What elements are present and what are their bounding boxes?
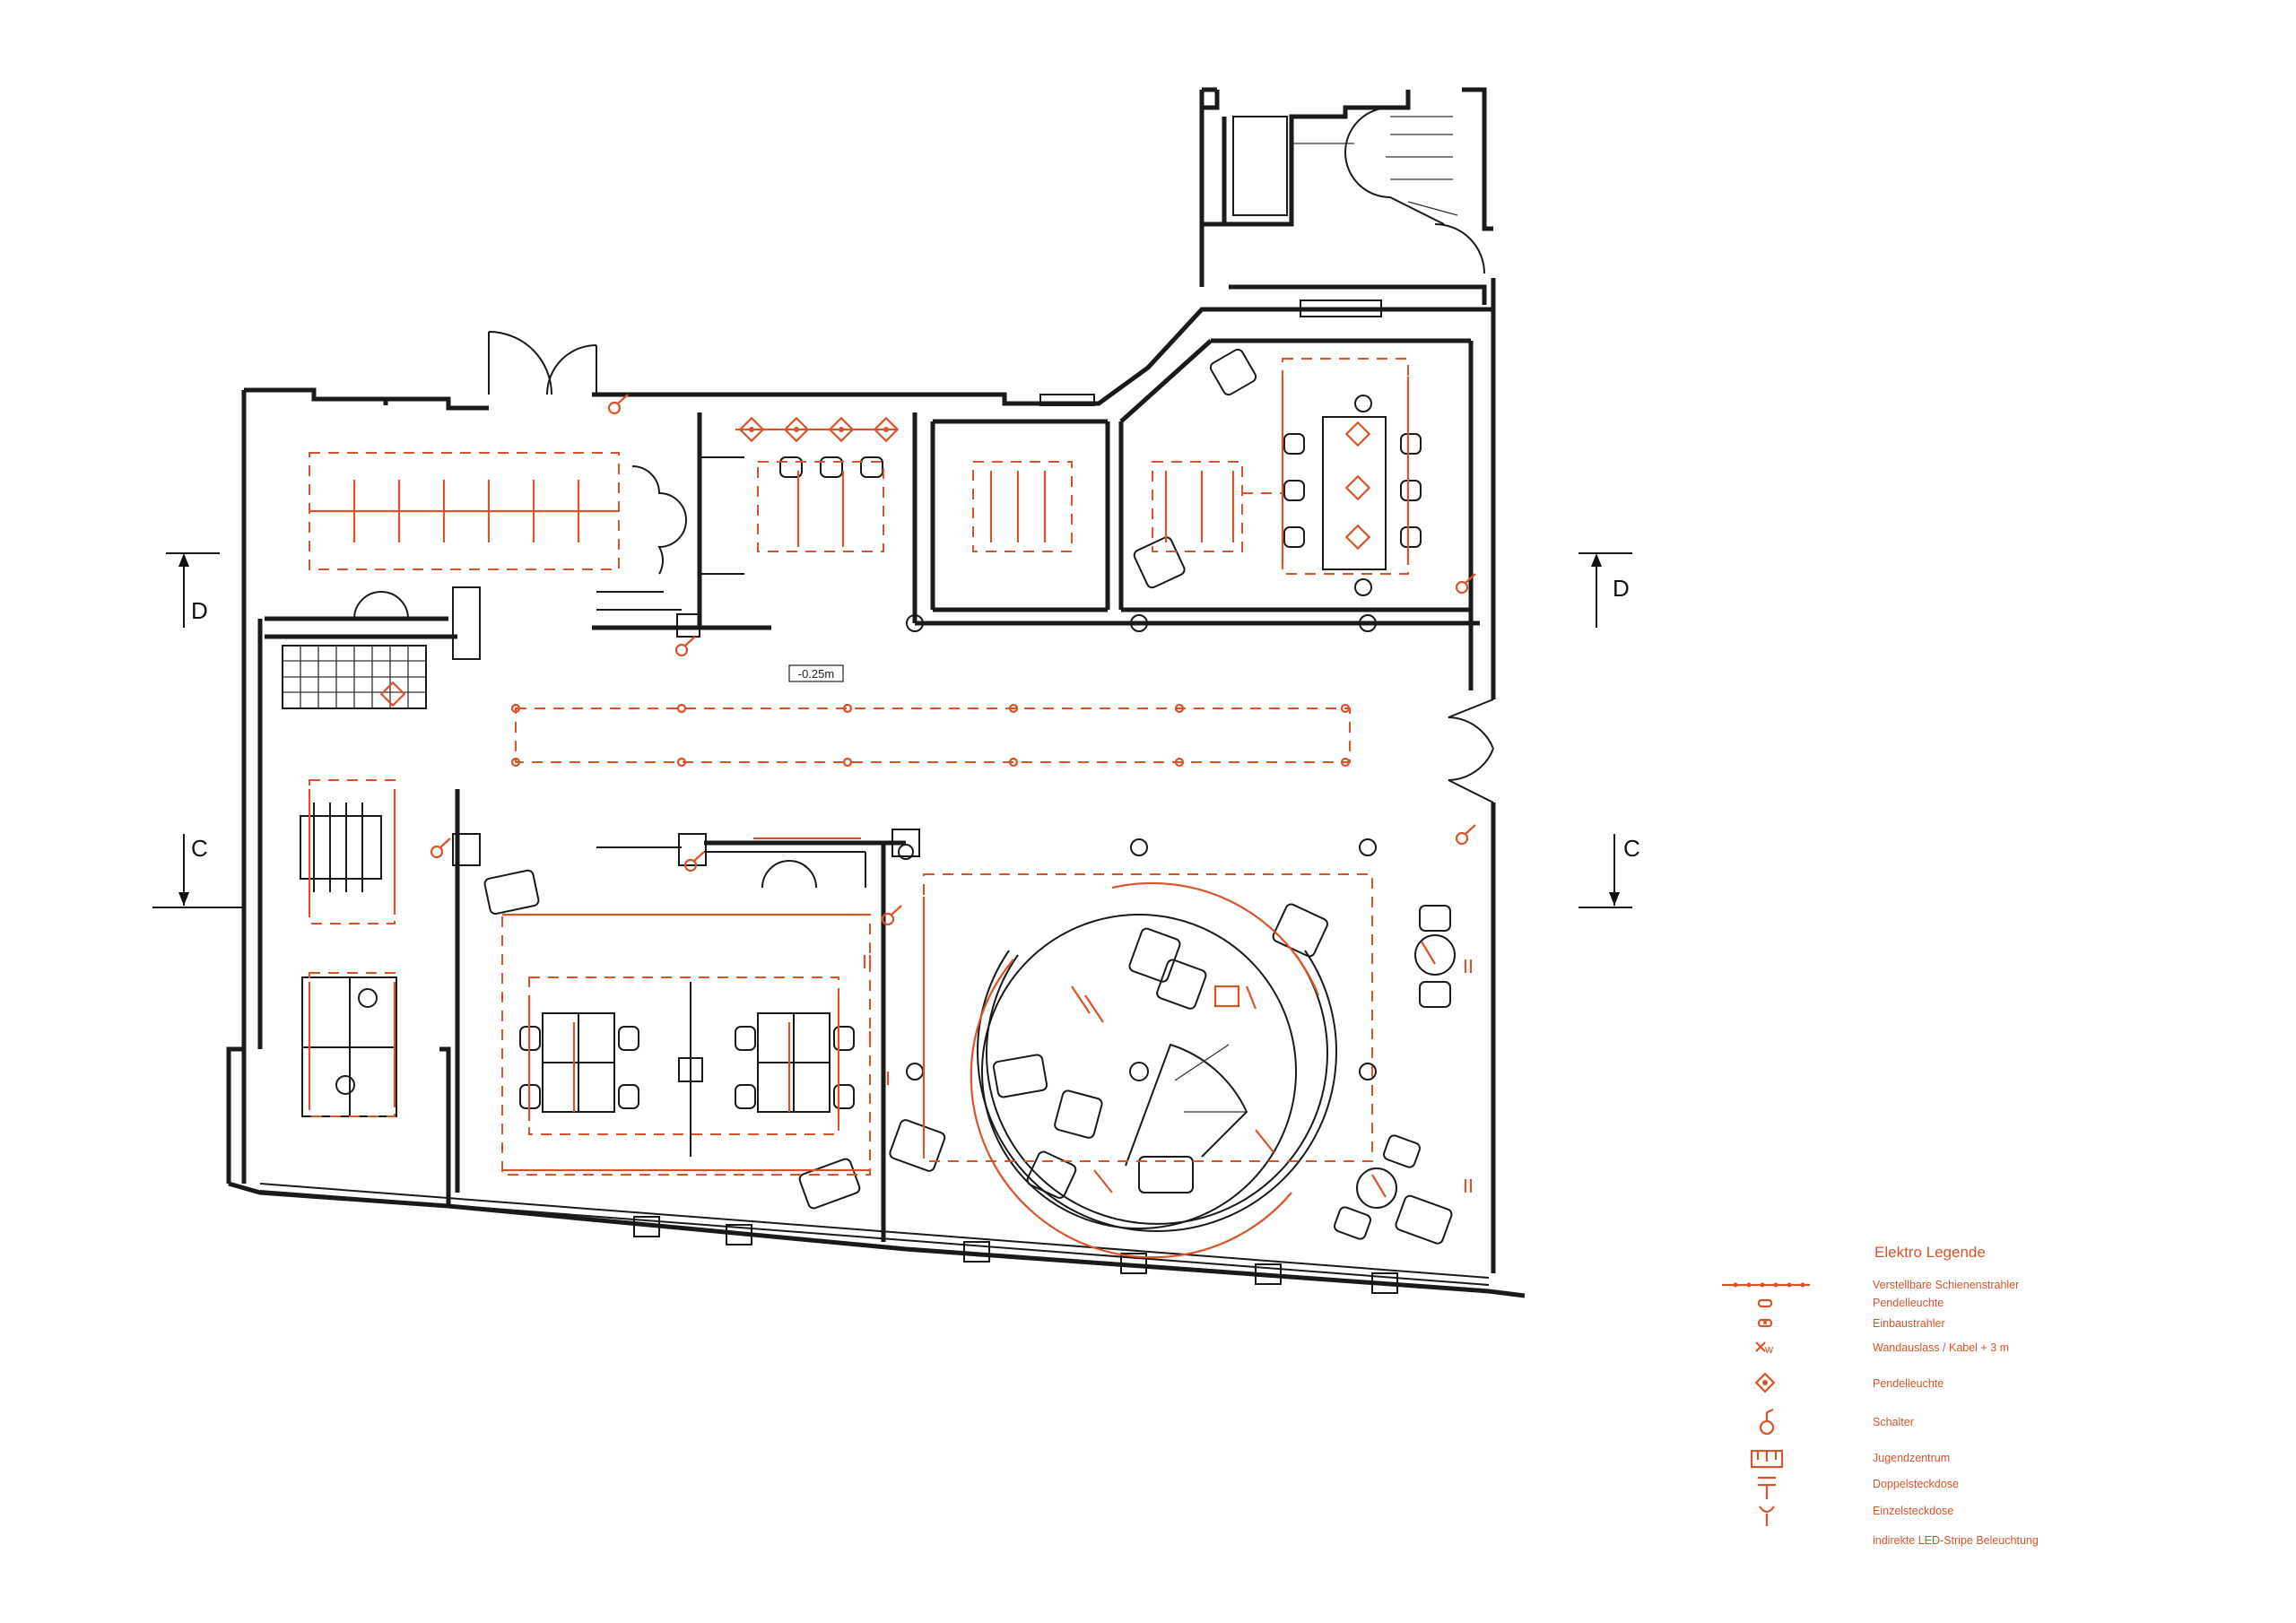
section-marker-c-left: C (152, 834, 242, 908)
recessed-spot-symbol (1757, 1318, 1773, 1328)
exterior-walls (226, 87, 1526, 1298)
legend-title: Elektro Legende (1874, 1244, 1986, 1261)
columns (898, 614, 1377, 1081)
legend-item: Pendelleuchte (1873, 1297, 1944, 1309)
desk-cluster-left (519, 1012, 639, 1113)
legend-item: indirekte LED-Stripe Beleuchtung (1873, 1534, 2039, 1547)
pendant-diamond-symbol (1754, 1372, 1776, 1393)
interior-walls (257, 338, 1480, 1242)
desk-cluster-right (735, 1012, 855, 1113)
staircase (1232, 107, 1458, 225)
legend-item: Schalter (1873, 1416, 1914, 1428)
pendant-diamond-lights (379, 416, 1371, 707)
section-label: C (1623, 835, 1640, 862)
single-socket-symbol (1759, 1506, 1775, 1526)
room-divider (678, 982, 703, 1157)
section-marker-c-right: C (1578, 834, 1640, 908)
section-label: D (191, 597, 208, 624)
recessed-spots-corridor (510, 703, 1351, 768)
switch-symbol (1759, 1408, 1775, 1436)
legend-item: Doppelsteckdose (1873, 1478, 1959, 1490)
legend-item: Einzelsteckdose (1873, 1505, 1953, 1517)
led-fixtures-stage (1071, 941, 1436, 1198)
svg-text:w: w (1764, 1343, 1774, 1356)
legend-item: Einbaustrahler (1873, 1317, 1945, 1330)
double-socket-symbol (1758, 1476, 1776, 1499)
section-label: D (1613, 575, 1630, 602)
sockets (863, 955, 1473, 1193)
legend-item: Wandauslass / Kabel + 3 m (1873, 1341, 2009, 1354)
track-spotlight-symbol (1722, 1282, 1810, 1288)
level-marker: -0.25m (788, 664, 844, 682)
bar-stools (779, 456, 883, 478)
legend-item: Jugendzentrum (1873, 1452, 1950, 1464)
level-label: -0.25m (798, 667, 834, 681)
foosball-table (300, 803, 382, 892)
pendant-light-symbol (1757, 1298, 1773, 1308)
doors (353, 223, 1494, 889)
windows (633, 299, 1398, 1294)
switches (430, 394, 1476, 926)
lighting-layout (308, 358, 1476, 1259)
section-marker-d-right: D (1578, 552, 1632, 628)
round-stage (977, 914, 1337, 1233)
lounge-armchairs (483, 348, 1453, 1245)
cafe-seating (1333, 905, 1456, 1240)
youth-center-symbol (1750, 1449, 1784, 1469)
pendant-lights-row-top-left (352, 480, 580, 542)
section-marker-d-left: D (166, 552, 220, 628)
legend-item: Verstellbare Schienenstrahler (1873, 1279, 2019, 1291)
wall-outlet-symbol: w (1755, 1341, 1774, 1356)
legend: Elektro Legende Verstellbare Schienenstr… (1722, 1244, 2039, 1547)
meeting-room-table (1283, 395, 1422, 596)
section-label: C (191, 835, 208, 862)
legend-item: Pendelleuchte (1873, 1377, 1944, 1390)
pingpong-table (301, 976, 397, 1117)
